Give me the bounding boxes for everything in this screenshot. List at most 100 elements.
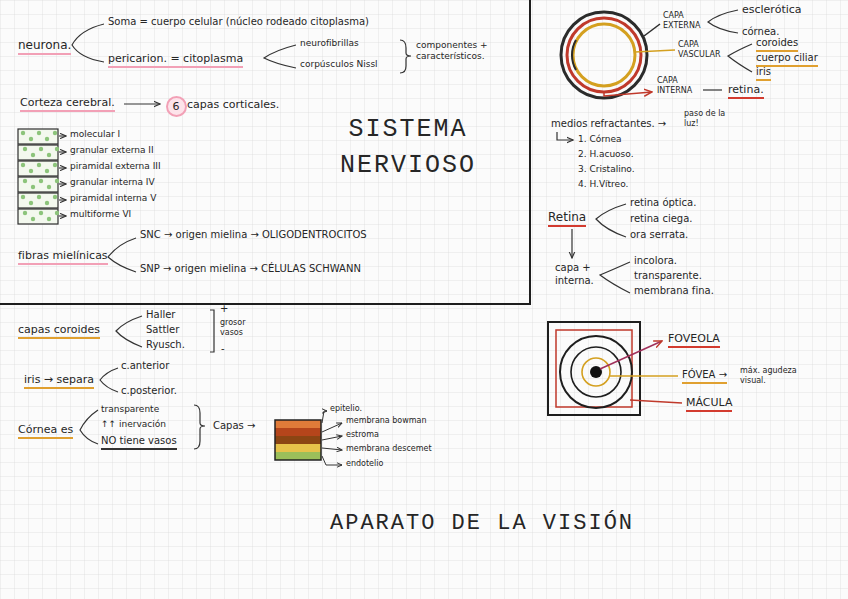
note-text: 4. H.Vítreo. (578, 179, 628, 190)
note-text: + (220, 303, 228, 316)
note-text: MÁCULA (686, 396, 732, 412)
note-text: c.anterior (121, 360, 169, 373)
note-text: CAPA INTERNA (657, 76, 701, 96)
cell-dot (47, 185, 51, 189)
note-text: iris → separa (24, 373, 94, 389)
cell-dot (23, 211, 27, 215)
cell-dot (37, 195, 41, 199)
cell-dot (29, 169, 33, 173)
note-text: corpúsculos Nissl (300, 59, 378, 70)
cell-dot (55, 179, 59, 183)
note-text: componentes + característicos. (416, 40, 528, 63)
cell-dot (53, 163, 57, 167)
note-text: CAPA EXTERNA (663, 11, 707, 31)
cell-dot (55, 147, 59, 151)
cortex-layers (18, 129, 66, 224)
cell-dot (55, 211, 59, 215)
cell-dot (37, 131, 41, 135)
page-title: SISTEMA NERVIOSO (316, 112, 500, 185)
note-text: transparente. (634, 270, 702, 283)
note-text: 2. H.acuoso. (578, 149, 634, 160)
note-text: Ryusch. (146, 339, 185, 352)
note-text: retina. (728, 83, 764, 99)
note-text: capa + interna. (555, 262, 597, 287)
note-text: - (221, 343, 225, 356)
note-text: piramidal externa III (70, 161, 161, 172)
note-text: multiforme VI (70, 209, 131, 220)
note-text: molecular I (70, 129, 120, 140)
note-text: estroma (346, 430, 379, 440)
cell-dot (39, 211, 43, 215)
note-text: FÓVEA → (682, 369, 727, 384)
cell-dot (45, 137, 49, 141)
cell-dot (47, 217, 51, 221)
note-text: NO tiene vasos (101, 435, 177, 450)
note-text: 3. Cristalino. (578, 164, 635, 175)
page-dividers (0, 0, 531, 304)
eye-layers-drawing (561, 12, 675, 98)
note-text: capas corticales. (187, 98, 279, 112)
note-text: 1. Córnea (578, 134, 622, 145)
note-text: cuerpo ciliar (756, 52, 818, 67)
note-text: membrana bowman (346, 416, 427, 426)
note-text: granular externa II (70, 145, 154, 156)
note-text: esclerótica (742, 3, 802, 17)
brackets (72, 10, 752, 449)
cell-dot (47, 153, 51, 157)
note-text: ora serrata. (630, 229, 688, 242)
note-text: máx. agudeza visual. (740, 366, 822, 386)
note-text: retina ciega. (630, 213, 692, 226)
note-text: SNC → origen mielina → OLIGODENTROCITOS (140, 229, 367, 242)
cell-dot (45, 201, 49, 205)
cell-dot (21, 163, 25, 167)
note-text: epitelio. (330, 404, 362, 414)
node-text: 6 (173, 100, 180, 113)
note-text: transparente (101, 404, 159, 415)
cell-dot (21, 195, 25, 199)
note-text: Capas → (213, 420, 255, 433)
cell-dot (31, 185, 35, 189)
note-text: Corteza cerebral. (20, 96, 115, 112)
note-text: iris (756, 66, 771, 81)
cell-dot (29, 201, 33, 205)
cell-dot (45, 169, 49, 173)
section-title: APARATO DE LA VISIÓN (330, 510, 634, 538)
note-text: c.posterior. (121, 385, 177, 398)
note-text: ↑↑ inervación (101, 419, 166, 430)
note-text: incolora. (634, 255, 677, 268)
note-text: retina óptica. (630, 197, 696, 210)
note-text: membrana fina. (634, 285, 714, 298)
cell-dot (39, 147, 43, 151)
note-text: piramidal interna V (70, 193, 156, 204)
note-text: Córnea es (18, 423, 73, 439)
note-text: SNP → origen mielina → CÉLULAS SCHWANN (140, 263, 361, 276)
cell-dot (29, 137, 33, 141)
note-text: paso de la luz! (684, 109, 734, 129)
note-text: FOVEOLA (668, 332, 720, 348)
note-text: Sattler (146, 324, 179, 337)
note-text: Haller (146, 309, 175, 322)
cell-dot (23, 179, 27, 183)
note-text: coroides (756, 37, 798, 52)
note-text: pericarion. = citoplasma (108, 52, 243, 68)
cell-dot (31, 153, 35, 157)
note-text: Retina (548, 210, 586, 227)
circled-number: 6 (166, 96, 187, 117)
note-text: fibras mielínicas (18, 249, 108, 265)
note-text: neurona. (18, 38, 71, 55)
cell-dot (23, 147, 27, 151)
note-text: Soma = cuerpo celular (núcleo rodeado ci… (108, 16, 369, 29)
macula-drawing (548, 322, 682, 415)
note-text: membrana descemet (346, 444, 432, 454)
cell-dot (31, 217, 35, 221)
note-text: medios refractantes. → (551, 118, 666, 131)
note-text: neurofibrillas (300, 38, 359, 49)
cell-dot (53, 195, 57, 199)
cell-dot (37, 163, 41, 167)
note-text: endotelio (346, 459, 383, 469)
cornea-layers-drawing (275, 411, 342, 465)
note-text: capas coroides (18, 323, 100, 339)
note-text: CAPA VASCULAR (678, 40, 728, 60)
